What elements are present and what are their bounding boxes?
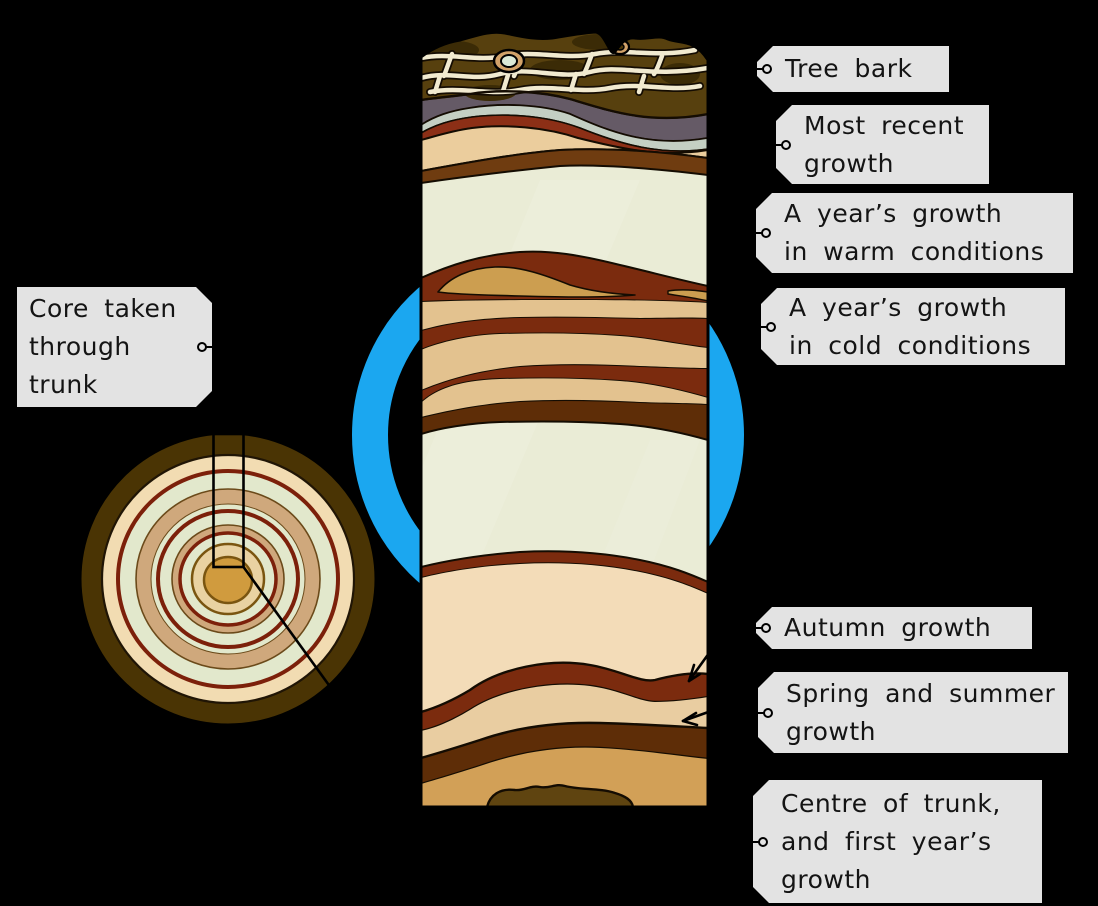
label-text: in cold conditions [789,330,1032,360]
label-cold-year-growth: A year’s growth in cold conditions [761,288,1065,365]
label-autumn-growth: Autumn growth [756,607,1032,649]
tag-eyelet-icon [781,140,791,150]
label-tree-bark: Tree bark [757,46,949,92]
label-text: in warm conditions [784,237,1045,266]
annotation-arrows [681,647,716,727]
label-text: Core taken [29,294,177,323]
label-text: trunk [29,370,98,399]
core-layer-peach [421,563,708,712]
label-text: and first year’s [781,826,992,856]
ring-band-gold-sliver [667,289,708,302]
label-text: Tree bark [785,54,913,83]
bark-scale-lines [421,46,708,96]
autumn-growth-arrow [687,647,714,683]
label-text: A year’s growth [784,199,1003,228]
label-text: through [29,332,131,361]
ring-band-gold-lens [437,266,636,298]
label-text: growth [781,864,871,894]
core-sample-column [419,30,716,809]
xs-pith-centre [202,555,254,605]
tag-eyelet-icon [761,228,771,238]
tag-eyelet-icon [758,837,768,847]
tag-eyelet-icon [197,342,207,352]
tag-eyelet-icon [766,322,776,332]
label-centre-of-trunk: Centre of trunk, and first year’s growth [753,780,1042,903]
core-layer-tan-1 [421,300,708,330]
label-text: Autumn growth [784,613,992,642]
core-layer-tan-3 [421,378,708,417]
label-text: growth [804,148,894,178]
trunk-cross-section [78,431,378,727]
core-outline [419,30,710,809]
core-projection-line [242,566,333,689]
tag-eyelet-icon [762,64,772,74]
core-layer-tan-2 [421,333,708,390]
label-core-taken-through-trunk: Core taken through trunk [17,287,212,407]
centre-of-trunk-layer [421,747,708,807]
label-text: Centre of trunk, [781,788,1001,818]
bark-knot-large [492,48,526,74]
label-text: Most recent [804,110,965,140]
label-text: A year’s growth [789,292,1008,322]
label-text: Spring and summer [786,678,1056,708]
tag-eyelet-icon [761,623,771,633]
bark-lower-outline [421,90,708,120]
label-text: growth [786,716,876,746]
label-spring-summer-growth: Spring and summer growth [758,672,1068,753]
spring-growth-arrow [681,708,716,727]
first-year-growth-blob [485,783,635,807]
spring-summer-growth-layer [421,684,708,758]
core-drill-channel [212,432,245,569]
label-warm-year-growth: A year’s growth in warm conditions [756,193,1073,273]
core-layer-brown-band [421,148,708,184]
label-most-recent-growth: Most recent growth [776,105,989,184]
tag-eyelet-icon [763,708,773,718]
